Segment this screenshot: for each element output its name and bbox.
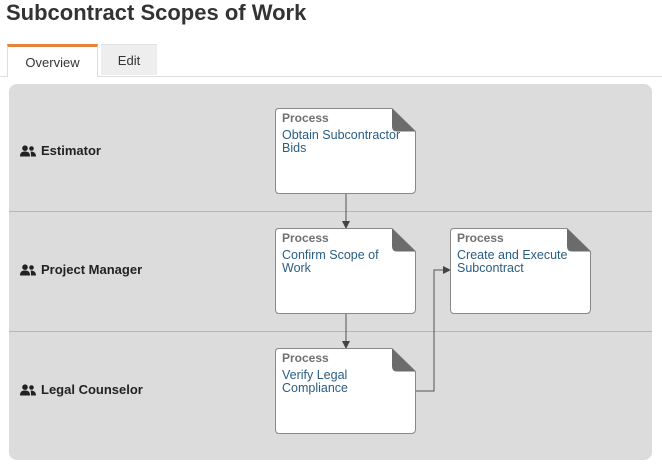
process-name-link[interactable]: Create and Execute Subcontract [457, 248, 568, 275]
lane-legal-counselor: Legal Counselor [20, 382, 143, 397]
card-type-label: Process [457, 231, 504, 245]
process-name-link[interactable]: Obtain Subcontractor Bids [282, 128, 401, 155]
users-icon [20, 144, 36, 156]
process-card-verify-compliance[interactable]: Process Verify Legal Compliance [275, 348, 416, 434]
card-shape [275, 348, 416, 434]
lane-label-text: Estimator [41, 143, 101, 158]
tab-bar: Overview Edit [0, 44, 662, 77]
page-title: Subcontract Scopes of Work [6, 0, 307, 25]
swimlane-diagram: Estimator Project Manager Legal Counselo… [9, 84, 652, 460]
process-card-confirm-scope[interactable]: Process Confirm Scope of Work [275, 228, 416, 314]
card-type-label: Process [282, 231, 329, 245]
users-icon [20, 383, 36, 395]
card-shape [275, 228, 416, 314]
lane-divider [9, 211, 652, 212]
tab-edit[interactable]: Edit [101, 44, 157, 75]
connector-compliance-to-subcontract [416, 266, 451, 392]
card-shape [450, 228, 591, 314]
card-type-label: Process [282, 111, 329, 125]
process-name-link[interactable]: Confirm Scope of Work [282, 248, 379, 275]
lane-label-text: Legal Counselor [41, 382, 143, 397]
flow-connectors [342, 194, 451, 392]
lane-project-manager: Project Manager [20, 262, 142, 277]
process-card-create-subcontract[interactable]: Process Create and Execute Subcontract [450, 228, 591, 314]
lane-label-text: Project Manager [41, 262, 143, 277]
process-card-obtain-bids[interactable]: Process Obtain Subcontractor Bids [275, 108, 416, 194]
users-icon [20, 263, 36, 275]
card-shape [275, 108, 416, 194]
tab-overview[interactable]: Overview [7, 44, 98, 77]
lane-divider [9, 331, 652, 332]
card-type-label: Process [282, 351, 329, 365]
process-name-link[interactable]: Verify Legal Compliance [282, 368, 349, 395]
lane-estimator: Estimator [20, 143, 101, 158]
